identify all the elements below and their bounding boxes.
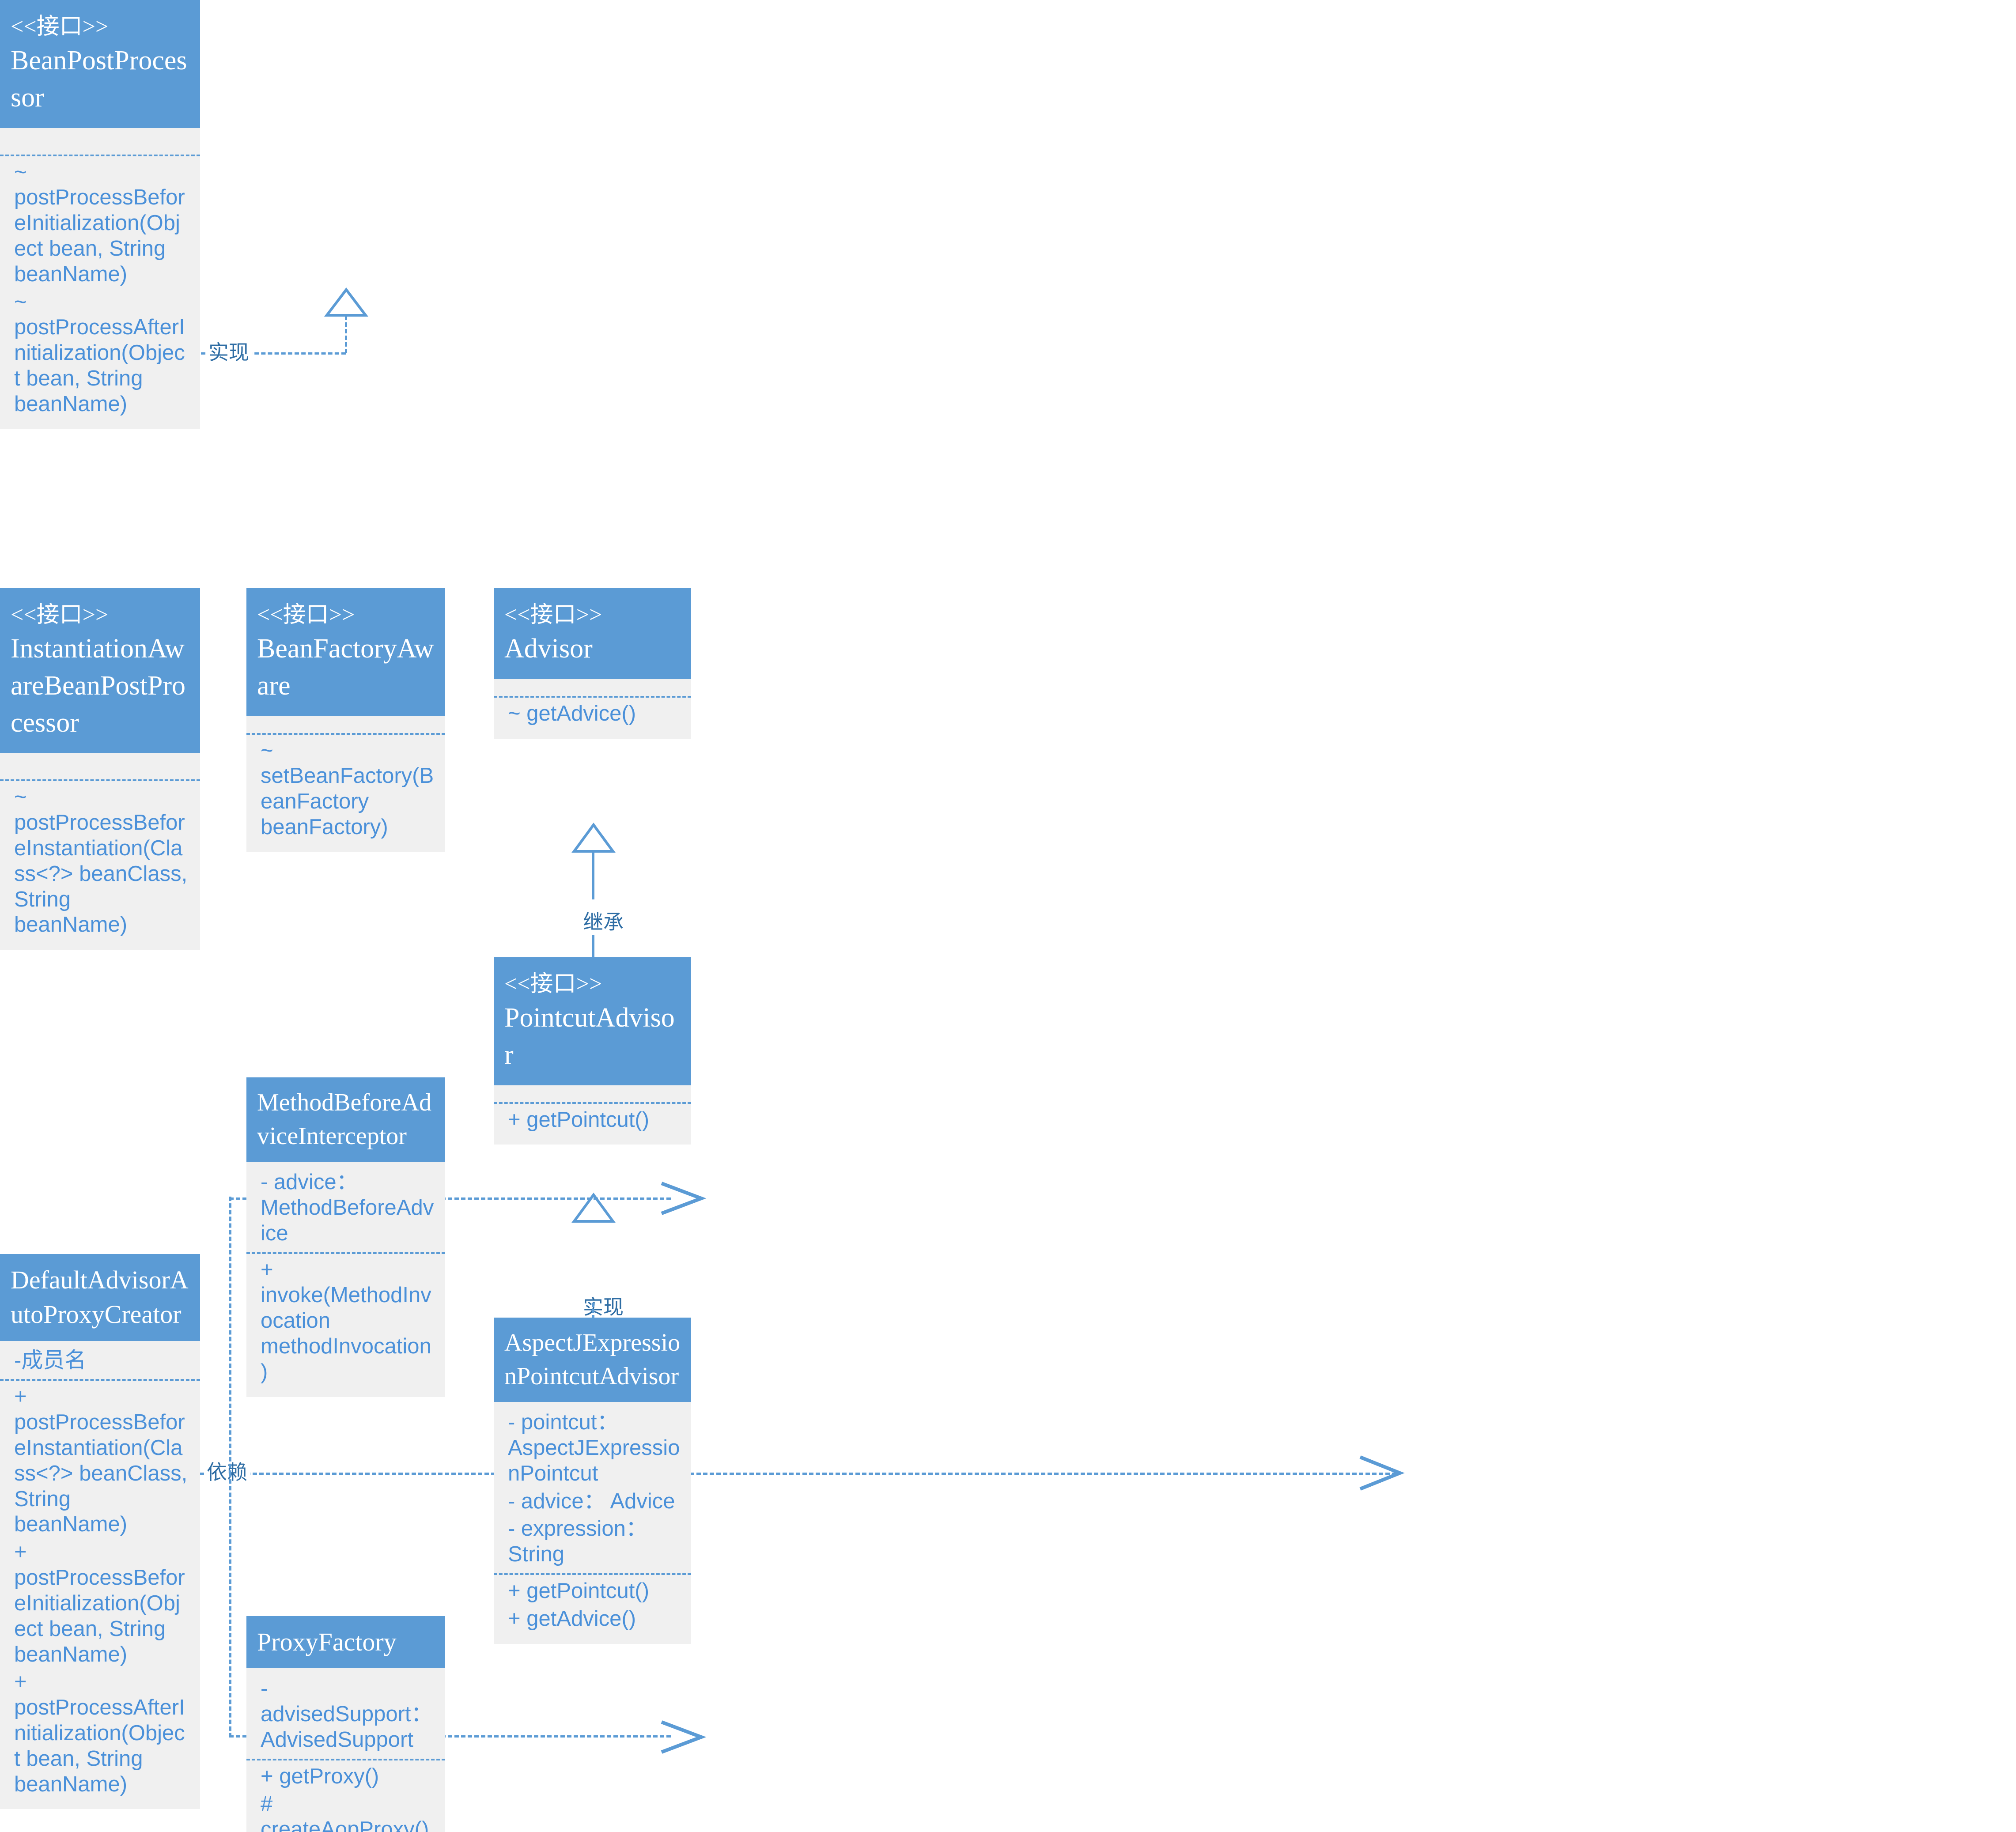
class-body-method-before-advice-interceptor: - advice： MethodBeforeAdvice + invoke(Me… xyxy=(246,1162,445,1397)
method-item: + postProcessBeforeInstantiation(Class<?… xyxy=(14,1385,188,1537)
class-box-advisor[interactable]: <<接口>> Advisor ~ getAdvice() xyxy=(494,588,691,739)
method-item: + invoke(MethodInvocation methodInvocati… xyxy=(261,1258,431,1384)
class-name-label: ProxyFactory xyxy=(257,1628,397,1656)
dependency-line-branch-down xyxy=(229,1473,231,1738)
class-name-label: DefaultAdvisorAutoProxyCreator xyxy=(11,1265,189,1329)
method-section: ~ postProcessBeforeInitialization(Object… xyxy=(0,154,200,423)
class-header-method-before-advice-interceptor: MethodBeforeAdviceInterceptor xyxy=(246,1077,445,1162)
class-body-pointcut-advisor: + getPointcut() xyxy=(494,1085,691,1145)
method-section: + getProxy() # createAopProxy() xyxy=(246,1758,445,1832)
class-box-default-advisor-auto-proxy-creator[interactable]: DefaultAdvisorAutoProxyCreator -成员名 + po… xyxy=(0,1254,200,1809)
connector-label-realize-bfa: 实现 xyxy=(206,343,252,363)
dependency-line-mbai-segment xyxy=(229,1197,671,1200)
method-section: + getPointcut() xyxy=(494,1102,691,1139)
class-header-aspectj: AspectJExpressionPointcutAdvisor xyxy=(494,1318,691,1402)
dependency-line-advisor xyxy=(200,1473,1396,1475)
realization-arrowhead-pointcut-advisor xyxy=(571,1192,616,1223)
field-item: - advice： MethodBeforeAdvice xyxy=(261,1170,434,1245)
method-item: ~ getAdvice() xyxy=(508,701,636,725)
body-top-spacer xyxy=(246,716,445,733)
stereotype-label: <<接口>> xyxy=(504,971,602,997)
class-box-bean-factory-aware[interactable]: <<接口>> BeanFactoryAware ~ setBeanFactory… xyxy=(246,588,445,852)
class-header-bean-post-processor: <<接口>> BeanPostProcessor xyxy=(0,0,200,128)
field-section: - pointcut： AspectJExpressionPointcut - … xyxy=(494,1402,691,1573)
class-box-pointcut-advisor[interactable]: <<接口>> PointcutAdvisor + getPointcut() xyxy=(494,957,691,1145)
class-name-label: MethodBeforeAdviceInterceptor xyxy=(257,1089,432,1150)
class-header-default-advisor-auto-proxy-creator: DefaultAdvisorAutoProxyCreator xyxy=(0,1254,200,1341)
method-item: # createAopProxy() xyxy=(261,1792,429,1832)
method-item: ~ postProcessBeforeInitialization(Object… xyxy=(14,160,185,286)
field-section: -成员名 xyxy=(0,1341,200,1379)
body-top-spacer xyxy=(494,1085,691,1102)
dependency-arrowhead-advisor xyxy=(1359,1455,1405,1491)
realization-arrowhead-bfa xyxy=(324,287,369,317)
stereotype-label: <<接口>> xyxy=(11,14,109,39)
field-item: - advisedSupport： AdvisedSupport xyxy=(261,1677,433,1752)
field-item: -成员名 xyxy=(14,1348,87,1372)
class-body-proxy-factory: - advisedSupport： AdvisedSupport + getPr… xyxy=(246,1668,445,1832)
realization-line-bfa-vertical xyxy=(345,309,347,353)
method-section: ~ postProcessBeforeInstantiation(Class<?… xyxy=(0,779,200,944)
class-header-bean-factory-aware: <<接口>> BeanFactoryAware xyxy=(246,588,445,716)
class-body-advisor: ~ getAdvice() xyxy=(494,679,691,739)
field-item: - advice： Advice xyxy=(508,1489,675,1513)
class-name-label: Advisor xyxy=(504,634,593,664)
field-section: - advice： MethodBeforeAdvice xyxy=(246,1162,445,1252)
dependency-line-branch-vertical xyxy=(229,1197,231,1475)
method-section: ~ setBeanFactory(BeanFactory beanFactory… xyxy=(246,733,445,846)
class-body-default-advisor-auto-proxy-creator: -成员名 + postProcessBeforeInstantiation(Cl… xyxy=(0,1341,200,1809)
method-section: + postProcessBeforeInstantiation(Class<?… xyxy=(0,1379,200,1803)
class-body-instantiation-aware: ~ postProcessBeforeInstantiation(Class<?… xyxy=(0,753,200,950)
class-box-method-before-advice-interceptor[interactable]: MethodBeforeAdviceInterceptor - advice： … xyxy=(246,1077,445,1397)
class-name-label: AspectJExpressionPointcutAdvisor xyxy=(504,1329,681,1390)
class-box-proxy-factory[interactable]: ProxyFactory - advisedSupport： AdvisedSu… xyxy=(246,1616,445,1832)
method-item: ~ setBeanFactory(BeanFactory beanFactory… xyxy=(261,738,434,839)
body-top-spacer xyxy=(0,753,200,779)
realization-line-pointcut-advisor xyxy=(592,1303,594,1332)
generalization-line-advisor xyxy=(592,850,594,899)
dependency-line-proxyfactory xyxy=(229,1735,671,1738)
field-item: - expression： String xyxy=(508,1517,647,1567)
class-name-label: BeanFactoryAware xyxy=(257,634,434,701)
field-item: - pointcut： AspectJExpressionPointcut xyxy=(508,1410,680,1485)
class-body-bean-post-processor: ~ postProcessBeforeInitialization(Object… xyxy=(0,128,200,429)
class-box-bean-post-processor[interactable]: <<接口>> BeanPostProcessor ~ postProcessBe… xyxy=(0,0,200,429)
stereotype-label: <<接口>> xyxy=(11,602,109,627)
method-section: ~ getAdvice() xyxy=(494,695,691,733)
method-section: + getPointcut() + getAdvice() xyxy=(494,1573,691,1638)
connector-label-inherit-advisor: 继承 xyxy=(580,912,626,933)
method-item: + getProxy() xyxy=(261,1764,379,1788)
stereotype-label: <<接口>> xyxy=(257,602,355,627)
class-box-aspectj-expression-pointcut-advisor[interactable]: AspectJExpressionPointcutAdvisor - point… xyxy=(494,1318,691,1644)
field-section: - advisedSupport： AdvisedSupport xyxy=(246,1668,445,1758)
class-name-label: PointcutAdvisor xyxy=(504,1003,675,1070)
method-item: + postProcessAfterInitialization(Object … xyxy=(14,1670,185,1796)
class-header-advisor: <<接口>> Advisor xyxy=(494,588,691,679)
body-top-spacer xyxy=(0,128,200,155)
dependency-arrowhead-proxyfactory xyxy=(661,1720,707,1754)
class-box-instantiation-aware-bean-post-processor[interactable]: <<接口>> InstantiationAwareBeanPostProcess… xyxy=(0,588,200,950)
class-body-bean-factory-aware: ~ setBeanFactory(BeanFactory beanFactory… xyxy=(246,716,445,852)
method-item: + getAdvice() xyxy=(508,1606,636,1631)
class-body-aspectj: - pointcut： AspectJExpressionPointcut - … xyxy=(494,1402,691,1644)
connector-label-realize-pointcut-advisor: 实现 xyxy=(580,1297,626,1318)
method-item: + postProcessBeforeInitialization(Object… xyxy=(14,1540,185,1666)
class-header-instantiation-aware: <<接口>> InstantiationAwareBeanPostProcess… xyxy=(0,588,200,753)
method-item: ~ postProcessBeforeInstantiation(Class<?… xyxy=(14,785,188,937)
method-item: + getPointcut() xyxy=(508,1107,650,1132)
class-name-label: BeanPostProcessor xyxy=(11,45,187,113)
method-item: + getPointcut() xyxy=(508,1579,650,1603)
class-header-proxy-factory: ProxyFactory xyxy=(246,1616,445,1669)
dependency-arrowhead-mbai xyxy=(661,1182,707,1215)
class-header-pointcut-advisor: <<接口>> PointcutAdvisor xyxy=(494,957,691,1085)
connector-label-depend-advisor: 依赖 xyxy=(204,1462,250,1483)
body-top-spacer xyxy=(494,679,691,696)
stereotype-label: <<接口>> xyxy=(504,602,602,627)
generalization-arrowhead-advisor xyxy=(571,822,616,853)
class-name-label: InstantiationAwareBeanPostProcessor xyxy=(11,634,186,738)
method-item: ~ postProcessAfterInitialization(Object … xyxy=(14,290,185,416)
method-section: + invoke(MethodInvocation methodInvocati… xyxy=(246,1252,445,1391)
